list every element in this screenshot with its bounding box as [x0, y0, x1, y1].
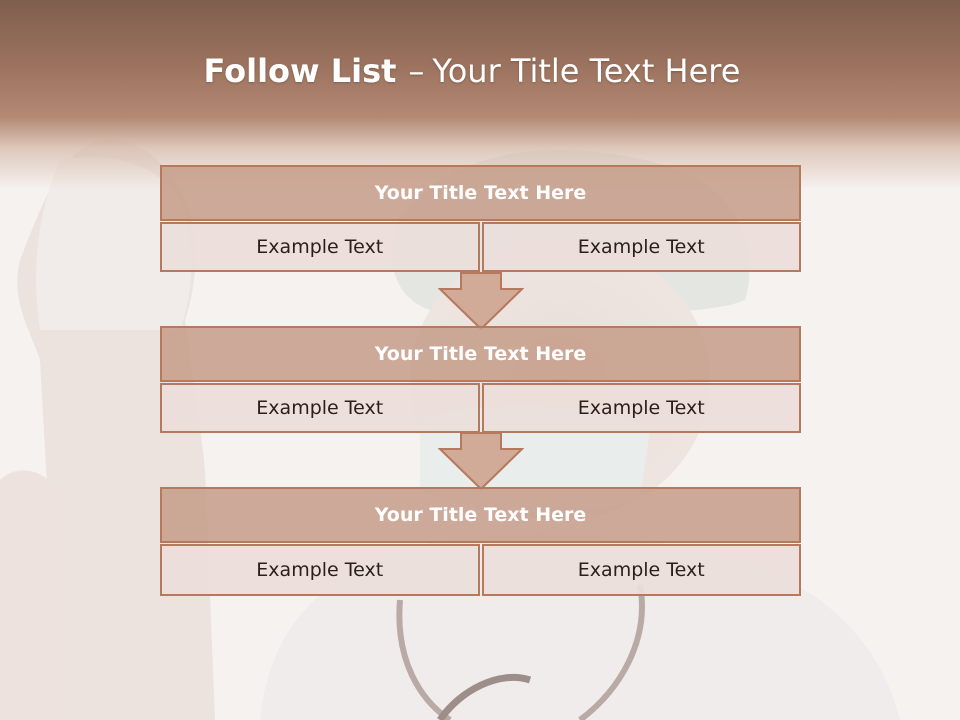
block-title: Your Title Text Here: [160, 165, 801, 221]
block-row: Example Text Example Text: [160, 383, 801, 433]
title-bold-text: Follow List: [203, 52, 397, 90]
slide-title: Follow List–Your Title Text Here: [0, 52, 944, 90]
down-arrow-icon: [438, 272, 524, 330]
header-band: [0, 0, 960, 190]
title-rest-text: Your Title Text Here: [432, 52, 741, 90]
list-block-1: Your Title Text Here Example Text Exampl…: [160, 165, 801, 272]
block-cell-left: Example Text: [160, 222, 480, 272]
block-row: Example Text Example Text: [160, 544, 801, 596]
block-title: Your Title Text Here: [160, 487, 801, 543]
block-row: Example Text Example Text: [160, 222, 801, 272]
down-arrow-icon: [438, 432, 524, 490]
title-separator: –: [408, 52, 425, 90]
list-block-3: Your Title Text Here Example Text Exampl…: [160, 487, 801, 596]
block-cell-right: Example Text: [481, 222, 801, 272]
block-cell-right: Example Text: [481, 544, 801, 596]
block-cell-left: Example Text: [160, 383, 480, 433]
list-block-2: Your Title Text Here Example Text Exampl…: [160, 326, 801, 433]
block-title: Your Title Text Here: [160, 326, 801, 382]
block-cell-right: Example Text: [481, 383, 801, 433]
block-cell-left: Example Text: [160, 544, 480, 596]
